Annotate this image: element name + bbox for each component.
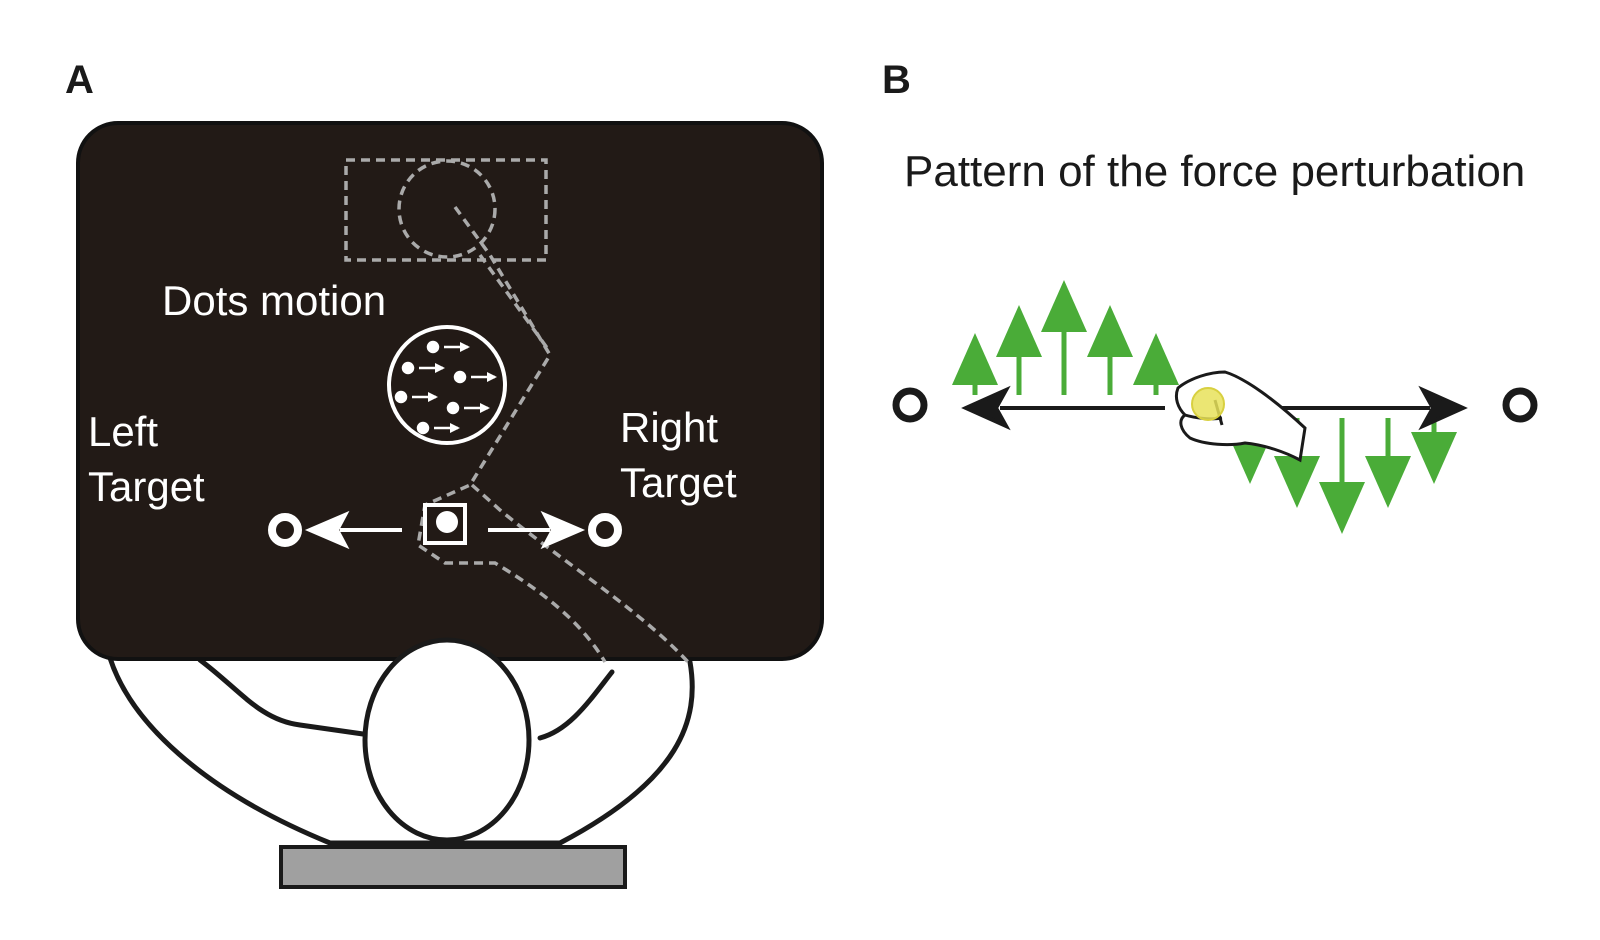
motion-dot	[453, 370, 467, 384]
panel-b-title: Pattern of the force perturbation	[904, 147, 1525, 196]
force-arrowhead-down	[1411, 432, 1457, 484]
right-arm-inner	[537, 669, 615, 741]
movement-arrows	[961, 385, 1468, 431]
hidden-workspace	[344, 158, 690, 664]
force-arrowhead-up	[1133, 333, 1179, 385]
right-target-icon-b	[1502, 387, 1538, 423]
chin-rest-stand	[279, 845, 627, 889]
force-arrowhead-down	[1365, 456, 1411, 508]
left-arm-outer	[107, 655, 333, 846]
motion-dot	[401, 361, 415, 375]
dashed-arm-path-outer	[470, 253, 690, 664]
right-movement-arrowhead-icon	[1418, 385, 1468, 431]
start-position-square-icon	[423, 503, 467, 545]
hand-grip-icon	[1174, 370, 1307, 463]
motion-dot	[416, 421, 430, 435]
panel-a-letter: A	[65, 58, 94, 102]
force-arrowhead-up	[996, 305, 1042, 357]
force-arrowhead-down	[1319, 482, 1365, 534]
subject-head	[362, 637, 532, 843]
dots-motion-label: Dots motion	[162, 277, 386, 324]
left-target-label-line1: Left	[88, 408, 158, 455]
cursor-dot-icon	[436, 511, 458, 533]
force-arrowhead-up	[1041, 280, 1087, 332]
dashed-circle	[397, 159, 497, 259]
display-screen	[76, 121, 824, 661]
right-target-label-line1: Right	[620, 404, 718, 451]
panel-b-letter: B	[882, 58, 911, 102]
left-arrowhead-icon	[304, 510, 350, 550]
dashed-arm-path	[416, 205, 607, 663]
right-arm-outer	[557, 659, 695, 846]
motion-dot	[446, 401, 460, 415]
right-arrowhead-icon	[540, 510, 586, 550]
force-arrowhead-up	[1087, 305, 1133, 357]
left-target-icon	[268, 513, 302, 547]
handle-ball-icon	[1191, 387, 1225, 421]
dots-aperture	[387, 325, 507, 445]
left-target-icon-b	[892, 387, 928, 423]
right-target-icon	[588, 513, 622, 547]
force-arrowhead-down	[1274, 456, 1320, 508]
left-movement-arrowhead-icon	[961, 385, 1011, 431]
motion-dot	[426, 340, 440, 354]
dots-motion-stimulus	[387, 325, 507, 445]
motion-dot	[394, 390, 408, 404]
right-target-label-line2: Target	[620, 459, 737, 506]
reach-arrows	[304, 510, 586, 550]
left-arm-inner	[197, 657, 373, 738]
subject-figure	[107, 655, 695, 846]
upward-force-arrows	[952, 280, 1179, 395]
left-target-label-line2: Target	[88, 463, 205, 510]
force-arrowhead-up	[952, 333, 998, 385]
